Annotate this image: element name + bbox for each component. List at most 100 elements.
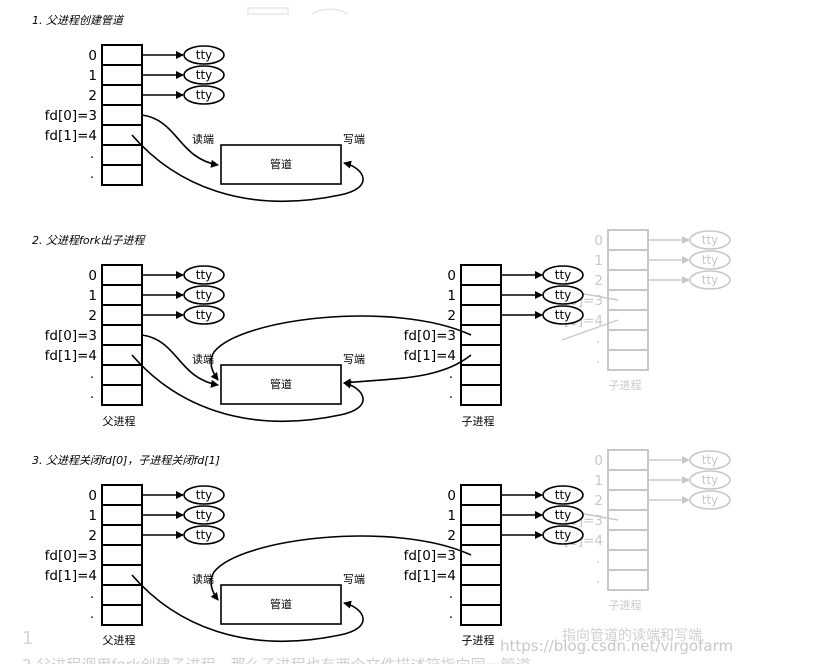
s2-child-tty-oval bbox=[542, 265, 584, 285]
s3-pipe-label: 管道 bbox=[270, 597, 292, 611]
s2-ghost-fd-row-0 bbox=[607, 229, 649, 251]
s2-ghost-fd-label: 0 bbox=[594, 233, 603, 249]
s2-ghost-tty-oval bbox=[689, 230, 731, 250]
s2-child-fd-row-0 bbox=[460, 264, 502, 286]
s3-ghost-tty-label: tty bbox=[702, 473, 719, 487]
s1-parent-tty-oval bbox=[183, 85, 225, 105]
s2-parent-tty-label: tty bbox=[196, 288, 213, 302]
s3-parent-tty-oval bbox=[183, 505, 225, 525]
s3-read-end-label: 读端 bbox=[192, 572, 214, 586]
s3-ghost-fd-row-0 bbox=[607, 449, 649, 471]
s2-child-write-arrow bbox=[343, 354, 472, 387]
s1-parent-fd-ellipsis: . bbox=[90, 167, 94, 182]
s2-child-tty-oval bbox=[542, 305, 584, 325]
s2-child-tty-oval bbox=[542, 285, 584, 305]
s2-parent-fd-ellipsis: . bbox=[90, 387, 94, 402]
s1-parent-tty-oval bbox=[183, 65, 225, 85]
s2-ghost-fd-ellipsis: . bbox=[596, 352, 600, 367]
s3-parent-tty-label: tty bbox=[196, 508, 213, 522]
s3-child-tty-oval bbox=[542, 485, 584, 505]
s2-ghost-fd-label: 2 bbox=[594, 273, 603, 289]
s2-child-tty-label: tty bbox=[555, 308, 572, 322]
s3-ghost-fd-label: 2 bbox=[594, 493, 603, 509]
csdn-watermark: https://blog.csdn.net/virgofarm bbox=[500, 637, 733, 655]
s2-ghost-child-label: 子进程 bbox=[609, 379, 642, 392]
s2-parent-fd-label: 1 bbox=[88, 288, 97, 304]
s2-pipe-box bbox=[220, 364, 342, 405]
s3-pipe-box bbox=[220, 584, 342, 625]
s2-parent-label: 父进程 bbox=[103, 415, 136, 428]
s2-parent-fd-row-3 bbox=[101, 324, 143, 346]
s3-ghost-fd-label: 1 bbox=[594, 473, 603, 489]
s2-ghost-fd-row-6 bbox=[607, 349, 649, 371]
s1-parent-tty-label: tty bbox=[196, 48, 213, 62]
s3-child-fd-label: 2 bbox=[447, 528, 456, 544]
s3-child-fd-row-3 bbox=[460, 544, 502, 566]
s3-child-tty-label: tty bbox=[555, 508, 572, 522]
s1-parent-fd-row-0 bbox=[101, 44, 143, 66]
s3-ghost-tty-oval bbox=[689, 490, 731, 510]
faint-curve-remnant bbox=[311, 8, 349, 15]
s3-child-tty-label: tty bbox=[555, 528, 572, 542]
s3-parent-fd-row-1 bbox=[101, 504, 143, 526]
s3-child-tty-oval bbox=[542, 505, 584, 525]
s2-child-fd-row-5 bbox=[460, 364, 502, 386]
s1-pipe-box bbox=[220, 144, 342, 185]
s3-parent-fd-row-4 bbox=[101, 564, 143, 586]
s2-parent-tty-label: tty bbox=[196, 268, 213, 282]
s1-parent-fd-label: 0 bbox=[88, 48, 97, 64]
s2-ghost-fd-label: 1 bbox=[594, 253, 603, 269]
s2-child-fd-row-6 bbox=[460, 384, 502, 406]
s3-ghost-tty-oval bbox=[689, 450, 731, 470]
s3-child-fd-label: 1 bbox=[447, 508, 456, 524]
s3-parent-fd-row-0 bbox=[101, 484, 143, 506]
s2-child-tty-label: tty bbox=[555, 288, 572, 302]
s3-child-fd-row-1 bbox=[460, 504, 502, 526]
s2-parent-tty-oval bbox=[183, 265, 225, 285]
s3-parent-fd-label: 1 bbox=[88, 508, 97, 524]
s1-parent-fd-row-1 bbox=[101, 64, 143, 86]
s3-ghost-fd-ellipsis: . bbox=[596, 552, 600, 567]
s1-parent-fd-label: fd[0]=3 bbox=[45, 108, 97, 124]
s3-ghost-fd-row-5 bbox=[607, 549, 649, 571]
s3-child-fd-table bbox=[460, 484, 502, 626]
s2-parent-fd-label: 0 bbox=[88, 268, 97, 284]
s3-parent-tty-label: tty bbox=[196, 488, 213, 502]
s3-parent-tty-oval bbox=[183, 485, 225, 505]
s2-child-fd-label: fd[0]=3 bbox=[404, 328, 456, 344]
s3-child-fd-row-4 bbox=[460, 564, 502, 586]
s3-ghost-fd-row-1 bbox=[607, 469, 649, 491]
s2-parent-fd-row-1 bbox=[101, 284, 143, 306]
s3-parent-fd-row-6 bbox=[101, 604, 143, 626]
s1-parent-fd-ellipsis: . bbox=[90, 147, 94, 162]
s3-child-fd-ellipsis: . bbox=[449, 607, 453, 622]
s2-parent-fd-table bbox=[101, 264, 143, 406]
s2-ghost-tty-label: tty bbox=[702, 233, 719, 247]
s3-ghost-fd-row-2 bbox=[607, 489, 649, 511]
s3-child-tty-oval bbox=[542, 525, 584, 545]
s2-child-fd-ellipsis: . bbox=[449, 387, 453, 402]
s2-parent-tty-oval bbox=[183, 285, 225, 305]
s1-parent-tty-label: tty bbox=[196, 68, 213, 82]
s2-child-fd-row-4 bbox=[460, 344, 502, 366]
s3-parent-fd-row-5 bbox=[101, 584, 143, 606]
s2-child-fd-ellipsis: . bbox=[449, 367, 453, 382]
s3-child-fd-row-0 bbox=[460, 484, 502, 506]
s2-child-fd-row-2 bbox=[460, 304, 502, 326]
s1-write-end-label: 写端 bbox=[343, 133, 365, 146]
s2-parent-fd-label: fd[1]=4 bbox=[45, 348, 97, 364]
s3-parent-fd-ellipsis: . bbox=[90, 587, 94, 602]
section-3-title: 3. 父进程关闭fd[0]，子进程关闭fd[1] bbox=[32, 454, 220, 467]
s3-parent-fd-label: 2 bbox=[88, 528, 97, 544]
s2-ghost-fd-row-3 bbox=[607, 289, 649, 311]
s2-pipe-label: 管道 bbox=[270, 377, 292, 391]
s1-parent-fd-row-4 bbox=[101, 124, 143, 146]
s3-ghost-tty-label: tty bbox=[702, 453, 719, 467]
s3-ghost-tty-label: tty bbox=[702, 493, 719, 507]
s1-parent-fd-row-2 bbox=[101, 84, 143, 106]
s3-ghost-tty-oval bbox=[689, 470, 731, 490]
s2-child-fd-table bbox=[460, 264, 502, 406]
s2-child-label: 子进程 bbox=[462, 415, 495, 428]
s1-parent-tty-label: tty bbox=[196, 88, 213, 102]
